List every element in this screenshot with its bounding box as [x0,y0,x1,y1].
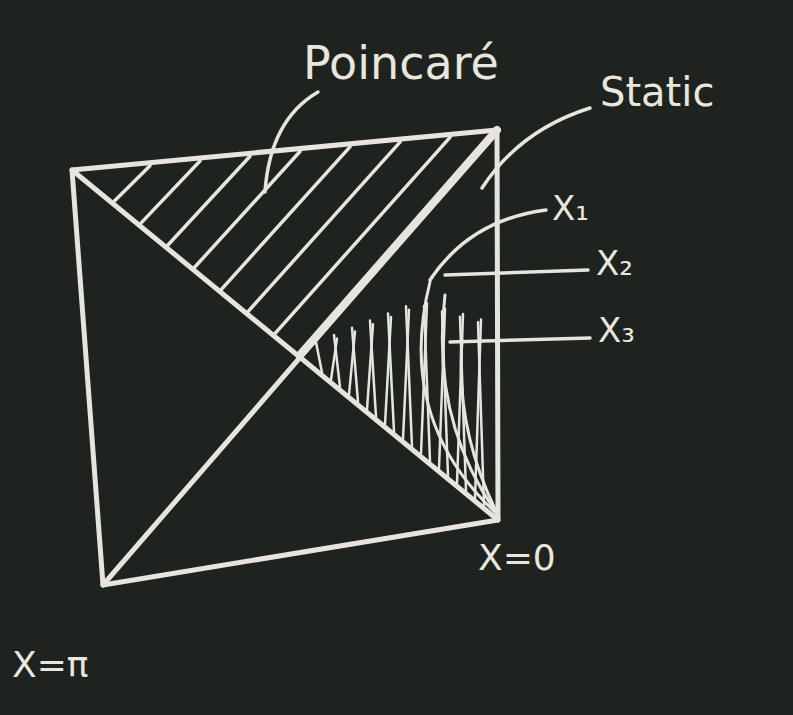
worldline-label: X₃ [598,312,635,349]
hatch-line [442,311,448,476]
leader-line [430,210,546,280]
horizon-line [300,130,497,355]
leader-line [265,92,318,192]
worldline [442,295,498,515]
hatch-line [388,313,394,431]
leader-line [450,338,590,342]
hatch-line [478,322,484,505]
hatching [114,137,484,505]
leader-line [482,108,590,188]
region-label: Poincaré [303,38,499,89]
diagonal [72,170,498,520]
hatch-line [275,137,450,333]
worldline-label: X₁ [552,190,589,227]
hatch-line [316,342,322,372]
hatch-line [334,335,340,387]
coordinate-label: X=π [12,645,89,685]
hatch-line [460,317,466,491]
hatch-line [370,321,376,417]
hatch-line [406,306,412,446]
hatch-line [168,156,251,245]
hatch-line [248,142,400,312]
leader-line [445,270,588,275]
hatch-line [141,161,200,223]
hatch-line [114,166,150,202]
diagonal [103,130,497,585]
coordinate-label: X=0 [478,538,556,578]
hatch-line [352,328,358,402]
hatch-line [424,306,430,461]
region-label: Static [600,70,714,114]
diagram-outline [72,130,498,585]
worldline-label: X₂ [596,245,633,282]
worldline [421,282,498,515]
hatch-line [194,152,300,268]
